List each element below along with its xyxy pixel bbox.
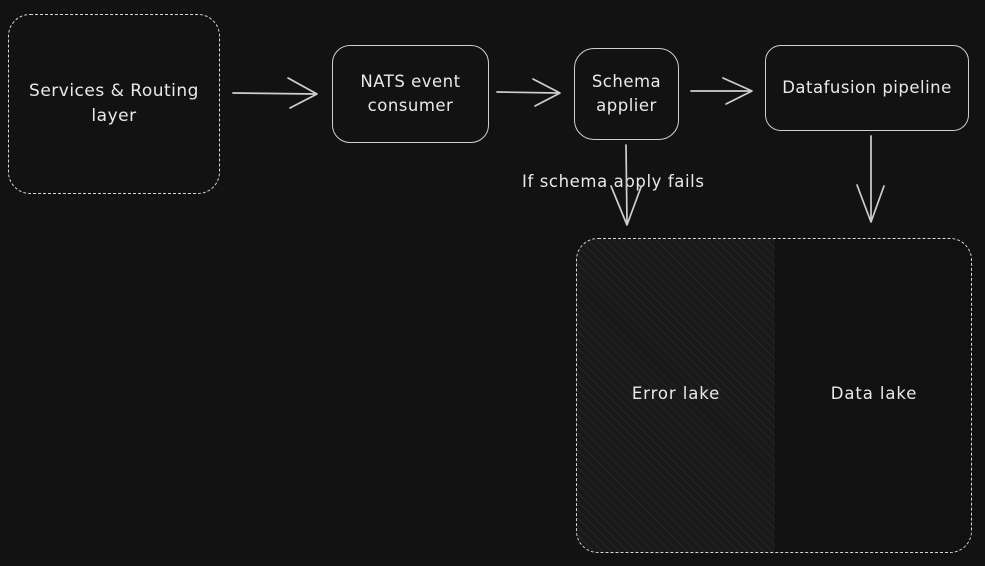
region-label-error-lake: Error lake xyxy=(631,384,721,403)
arrow-datafusion-to-data-lake xyxy=(856,135,885,223)
arrow-services-to-nats xyxy=(232,77,318,109)
node-schema-applier[interactable]: Schema applier xyxy=(574,48,679,140)
node-services-routing-layer[interactable]: Services & Routing layer xyxy=(8,14,220,194)
edge-label-if-schema-apply-fails: If schema apply fails xyxy=(522,172,705,191)
region-label-data-lake: Data lake xyxy=(830,384,918,403)
node-label-datafusion-pipeline: Datafusion pipeline xyxy=(782,78,952,98)
region-data-lake[interactable]: Data lake xyxy=(775,239,971,552)
node-label-nats-event-consumer: NATS event consumer xyxy=(360,72,461,115)
arrow-nats-to-schema xyxy=(496,78,561,107)
arrow-schema-to-datafusion xyxy=(690,77,753,105)
node-label-services-routing-layer: Services & Routing layer xyxy=(29,81,199,126)
node-nats-event-consumer[interactable]: NATS event consumer xyxy=(332,45,489,143)
node-label-schema-applier: Schema applier xyxy=(591,72,662,115)
region-error-lake[interactable]: Error lake xyxy=(577,239,775,552)
node-datafusion-pipeline[interactable]: Datafusion pipeline xyxy=(765,45,969,131)
lake-container[interactable]: Error lake Data lake xyxy=(576,238,972,553)
